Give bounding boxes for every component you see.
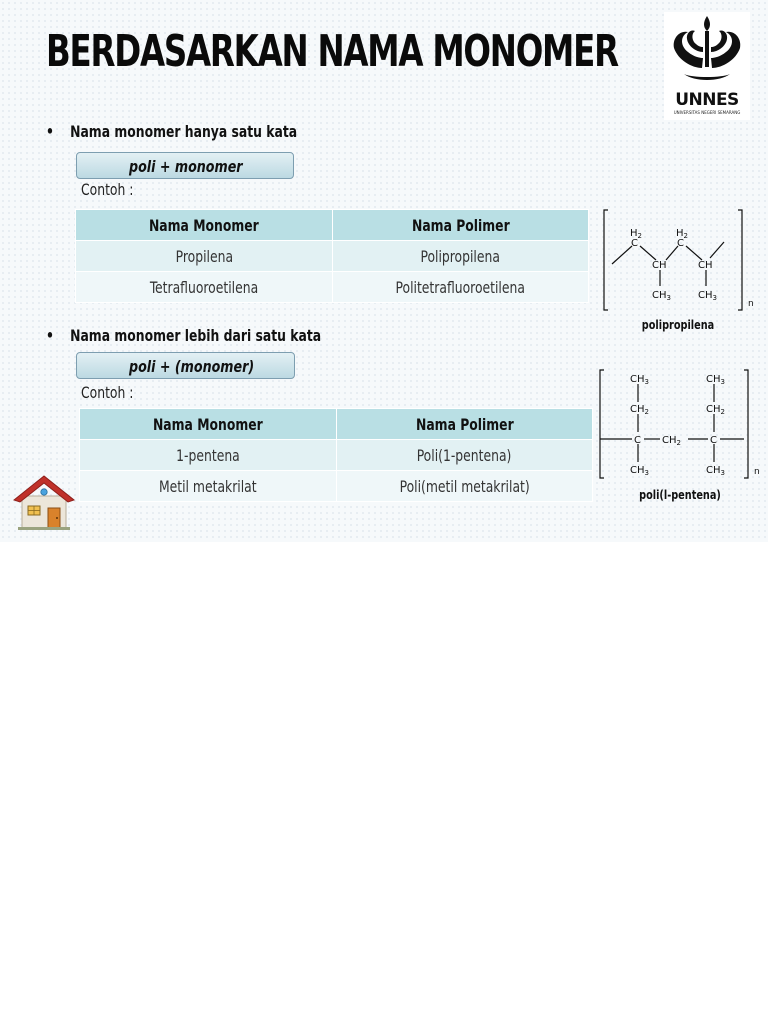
svg-text:CH3: CH3 [652,290,671,302]
svg-text:CH: CH [698,260,713,271]
bullet-one-word-text: Nama monomer hanya satu kata [70,122,298,141]
svg-text:C: C [631,238,638,249]
table-row: 1-pentena Poli(1-pentena) [79,439,593,471]
caption-polipentena: poli(l-pentena) [639,488,721,502]
polypentene-structure-diagram: CH3 CH3 CH2 CH2 C CH2 C CH3 CH3 n [599,369,760,479]
table-header-row: Nama Monomer Nama Polimer [79,408,593,440]
formula-one-word-text: poli + monomer [129,157,243,176]
header-polimer: Nama Polimer [332,209,589,241]
formula-multi-word-text: poli + (monomer) [129,357,255,376]
table-row: Tetrafluoroetilena Politetrafluoroetilen… [75,271,589,303]
svg-text:CH3: CH3 [706,374,725,386]
cell-polimer: Poli(metil metakrilat) [336,470,593,502]
cell-monomer: Propilena [75,240,333,272]
svg-text:CH3: CH3 [698,290,717,302]
cell-monomer: Metil metakrilat [79,470,337,502]
svg-text:CH3: CH3 [706,465,725,477]
svg-text:C: C [634,435,641,446]
bullet-dot-icon: • [46,122,54,141]
table-header-row: Nama Monomer Nama Polimer [75,209,589,241]
table-one-word: Nama Monomer Nama Polimer Propilena Poli… [75,209,589,303]
table-row: Metil metakrilat Poli(metil metakrilat) [79,470,593,502]
example-label-two: Contoh : [81,383,134,402]
logo-subtitle: UNIVERSITAS NEGERI SEMARANG [673,110,741,115]
cell-polimer: Polipropilena [332,240,589,272]
bullet-one-word: • Nama monomer hanya satu kata [46,122,297,141]
header-polimer: Nama Polimer [336,408,593,440]
caption-polipropilena: polipropilena [641,318,715,332]
bullet-dot-icon: • [46,326,54,345]
cell-polimer: Poli(1-pentena) [336,439,593,471]
formula-box-one-word: poli + monomer [76,152,294,179]
house-icon[interactable] [12,470,76,532]
header-monomer: Nama Monomer [79,408,337,440]
formula-box-multi-word: poli + (monomer) [76,352,295,379]
header-monomer: Nama Monomer [75,209,333,241]
unnes-emblem-icon [673,16,741,80]
slide-title: BERDASARKAN NAMA MONOMER [46,26,619,77]
bullet-multi-word: • Nama monomer lebih dari satu kata [46,326,321,345]
polypropylene-structure-diagram: H2 C H2 C CH CH CH3 CH3 n [603,209,754,311]
cell-monomer: 1-pentena [79,439,337,471]
svg-text:CH2: CH2 [662,435,681,447]
unnes-logo: UNNES UNIVERSITAS NEGERI SEMARANG [664,12,750,120]
svg-text:n: n [748,299,754,309]
svg-text:CH2: CH2 [630,404,649,416]
slide: BERDASARKAN NAMA MONOMER UNNES UNIVERSIT… [0,0,768,542]
logo-wordmark: UNNES [675,90,739,110]
table-multi-word: Nama Monomer Nama Polimer 1-pentena Poli… [79,408,593,502]
bullet-multi-word-text: Nama monomer lebih dari satu kata [70,326,322,345]
example-label-one: Contoh : [81,180,134,199]
cell-monomer: Tetrafluoroetilena [75,271,333,303]
svg-text:C: C [677,238,684,249]
svg-text:C: C [710,435,717,446]
svg-text:CH3: CH3 [630,465,649,477]
svg-text:n: n [754,467,760,477]
cell-polimer: Politetrafluoroetilena [332,271,589,303]
svg-text:CH2: CH2 [706,404,725,416]
table-row: Propilena Polipropilena [75,240,589,272]
svg-text:CH: CH [652,260,667,271]
svg-text:CH3: CH3 [630,374,649,386]
